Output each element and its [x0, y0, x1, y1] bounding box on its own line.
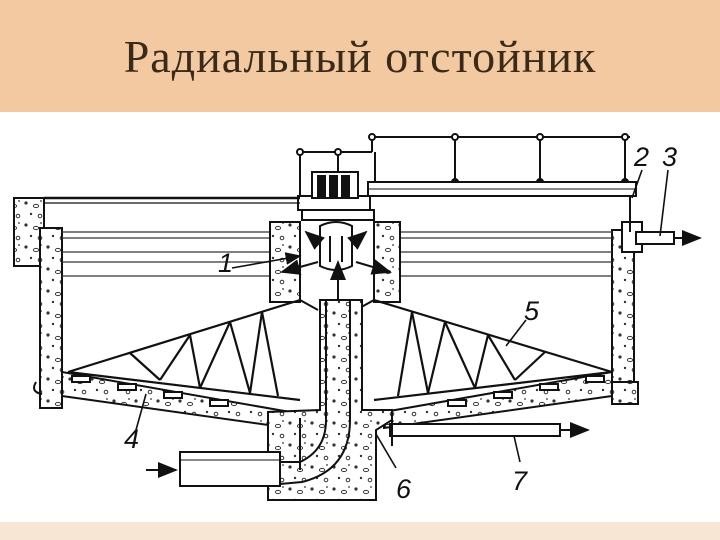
- slide-title: Радиальный отстойник: [123, 30, 597, 82]
- sludge-pipe: [389, 416, 590, 446]
- title-banner: Радиальный отстойник: [0, 0, 720, 112]
- central-drive: [297, 171, 375, 221]
- label-5: 5: [524, 296, 540, 326]
- scraper-truss: [67, 298, 613, 402]
- label-7: 7: [512, 466, 528, 496]
- leader-lines: [135, 169, 669, 469]
- radial-settler-diagram: 1 2 3 4 5 6 7: [13, 133, 702, 504]
- inlet-riser: [267, 299, 393, 501]
- distribution-cylinder: [269, 221, 401, 311]
- outlet-trough: [629, 196, 702, 246]
- label-2: 2: [633, 142, 649, 172]
- water-surface: [62, 231, 612, 277]
- labels: 1 2 3 4 5 6 7: [124, 142, 677, 504]
- tank-right-wall: [611, 221, 643, 405]
- bridge-walkway: [296, 133, 637, 198]
- label-1: 1: [218, 248, 233, 278]
- inlet-pipe: [146, 451, 281, 487]
- footer-strip: [0, 522, 720, 540]
- label-4: 4: [124, 424, 139, 454]
- tank-left-wall: [13, 196, 300, 409]
- label-3: 3: [662, 142, 677, 172]
- label-6: 6: [396, 474, 412, 504]
